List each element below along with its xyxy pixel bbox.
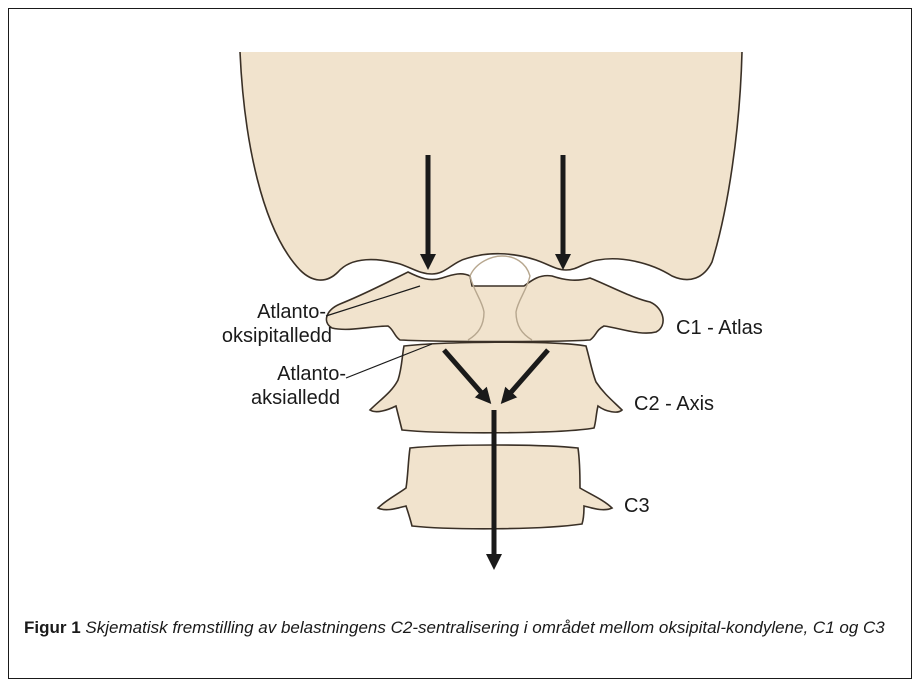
figure-caption: Figur 1 Skjematisk fremstilling av belas… [24, 616, 904, 639]
label-atlanto-aksial-2: aksialledd [251, 387, 340, 409]
figure-caption-text: Skjematisk fremstilling av belastningens… [85, 618, 884, 637]
occiput-skull-base [240, 52, 742, 280]
label-atlanto-oksipital-1: Atlanto- [257, 301, 326, 323]
c1-atlas-vertebra [326, 272, 663, 342]
label-c2-axis: C2 - Axis [634, 393, 714, 415]
label-c1-atlas: C1 - Atlas [676, 317, 763, 339]
figure-label: Figur 1 [24, 618, 81, 637]
label-atlanto-oksipital-2: oksipitalledd [222, 325, 332, 347]
label-c3: C3 [624, 495, 650, 517]
label-atlanto-aksial-1: Atlanto- [277, 363, 346, 385]
